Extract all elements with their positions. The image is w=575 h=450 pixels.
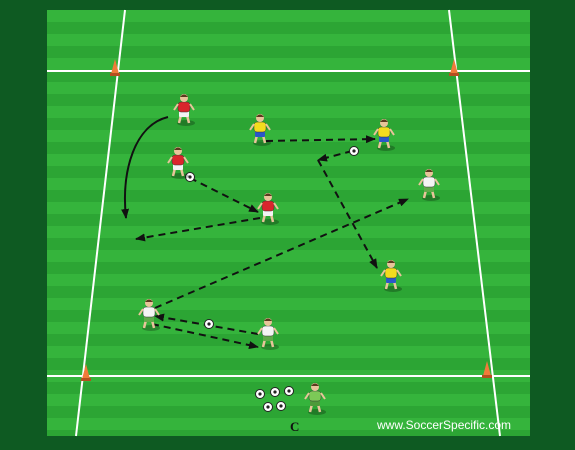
grass-stripe <box>47 58 530 70</box>
run-arrow <box>121 116 169 219</box>
player-red-1 <box>173 94 195 126</box>
run-arrow <box>317 159 378 269</box>
watermark: www.SoccerSpecific.com <box>377 418 512 432</box>
grass-stripe <box>47 154 530 166</box>
run-arrow <box>151 323 259 350</box>
grass-stripe <box>47 430 530 436</box>
soccer-ball <box>270 387 280 397</box>
grass-stripe <box>47 310 530 322</box>
player-yellow-2 <box>373 119 395 151</box>
left-boundary-line <box>75 9 126 437</box>
grass-stripe <box>47 10 530 22</box>
grass-stripe <box>47 178 530 190</box>
grass-stripe <box>47 130 530 142</box>
grass-stripe <box>47 22 530 34</box>
grass-stripe <box>47 106 530 118</box>
cone-bottom-left <box>81 364 91 381</box>
grass-stripe <box>47 166 530 178</box>
player-white-3 <box>257 318 279 350</box>
grass-stripe <box>47 406 530 418</box>
grass-stripe <box>47 298 530 310</box>
balls <box>185 146 359 412</box>
soccer-ball <box>263 402 273 412</box>
grass-stripe <box>47 118 530 130</box>
pass-arrow <box>265 135 376 144</box>
grass-stripe <box>47 82 530 94</box>
cone-bottom-right <box>482 361 492 378</box>
coach-label: C <box>290 419 300 434</box>
pass-arrow <box>154 198 409 309</box>
grass-stripe <box>47 322 530 334</box>
cone-top-left <box>110 59 120 76</box>
field-lines <box>47 9 530 437</box>
grass-stripe <box>47 238 530 250</box>
grass-stripe <box>47 214 530 226</box>
grass-stripe <box>47 70 530 82</box>
soccer-ball <box>276 401 286 411</box>
grass-stripe <box>47 34 530 46</box>
grass-stripe <box>47 190 530 202</box>
player-white-2 <box>138 299 160 331</box>
grass-stripe <box>47 250 530 262</box>
grass-stripe <box>47 358 530 370</box>
grass-stripe <box>47 334 530 346</box>
soccer-ball <box>284 386 294 396</box>
cones <box>81 59 492 381</box>
soccer-ball <box>349 146 359 156</box>
pass-arrow <box>317 150 353 162</box>
grass-stripe <box>47 94 530 106</box>
grass-stripe <box>47 262 530 274</box>
right-boundary-line <box>448 9 501 437</box>
pass-arrow <box>135 217 261 242</box>
player-red-2 <box>167 147 189 179</box>
field-grass <box>47 10 530 436</box>
soccer-ball <box>204 319 214 329</box>
pass-arrow <box>189 177 259 213</box>
grass-stripe <box>47 346 530 358</box>
players <box>138 94 440 415</box>
grass-stripe <box>47 274 530 286</box>
player-yellow-3 <box>380 260 402 292</box>
player-coach <box>304 383 326 415</box>
player-red-3 <box>257 193 279 225</box>
player-yellow-1 <box>249 114 271 146</box>
grass-stripe <box>47 286 530 298</box>
grass-stripe <box>47 46 530 58</box>
soccer-ball <box>255 389 265 399</box>
soccer-ball <box>185 172 195 182</box>
grass-stripe <box>47 142 530 154</box>
grass-stripe <box>47 394 530 406</box>
cone-top-right <box>449 59 459 76</box>
player-white-1 <box>418 169 440 201</box>
grass-stripe <box>47 202 530 214</box>
grass-stripe <box>47 418 530 430</box>
grass-stripe <box>47 226 530 238</box>
